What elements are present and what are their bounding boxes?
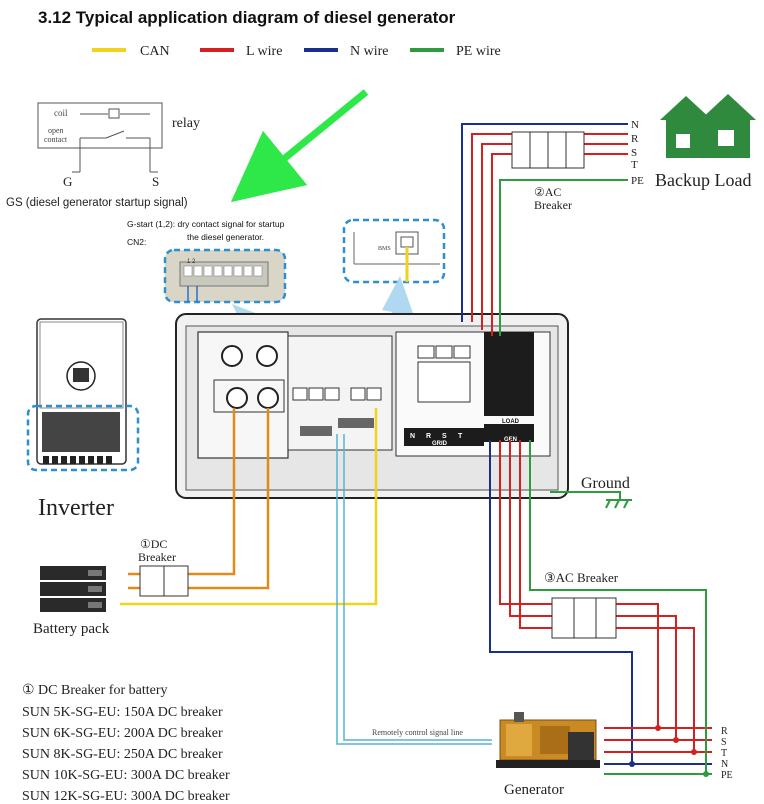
generator-phase-labels: R S T N PE: [721, 726, 733, 781]
relay-open-label: open: [48, 126, 64, 135]
grid-letter-r: R: [426, 433, 431, 440]
page-title: 3.12 Typical application diagram of dies…: [38, 8, 456, 27]
notes-row: SUN 6K-SG-EU: 200A DC breaker: [22, 726, 223, 741]
notes-row: SUN 5K-SG-EU: 150A DC breaker: [22, 705, 223, 720]
battery-pack-icon: [40, 566, 106, 612]
legend-label-n-wire: N wire: [350, 44, 389, 59]
gen-phase-n: N: [721, 759, 728, 770]
gen-phase-r: R: [721, 726, 728, 737]
node-dots: [629, 725, 709, 777]
notes-heading: ① DC Breaker for battery: [22, 683, 168, 698]
grid-label: GRID: [432, 441, 448, 447]
gs-signal-label: GS (diesel generator startup signal): [6, 197, 188, 209]
green-arrow-icon: [230, 89, 369, 203]
backup-phase-r: R: [631, 133, 639, 145]
load-label: LOAD: [502, 419, 520, 425]
inverter-enclosure: [175, 313, 569, 499]
relay-s-label: S: [152, 174, 159, 189]
notes-row: SUN 12K-SG-EU: 300A DC breaker: [22, 789, 230, 804]
ac-breaker-3-label: ③AC Breaker: [544, 570, 619, 585]
dc-breaker-1: [139, 565, 189, 597]
notes-row: SUN 8K-SG-EU: 250A DC breaker: [22, 747, 223, 762]
generator-icon: [496, 712, 600, 768]
relay-g-label: G: [63, 174, 72, 189]
legend-label-can: CAN: [140, 44, 170, 59]
remote-signal-line: [336, 434, 492, 745]
relay-contact-label: contact: [44, 135, 68, 144]
ac-breaker-2-label-1: ②AC: [534, 185, 561, 199]
legend-label-l-wire: L wire: [246, 44, 282, 59]
grid-letter-t: T: [458, 433, 463, 440]
legend-label-pe-wire: PE wire: [456, 44, 501, 59]
gen-phase-t: T: [721, 748, 727, 759]
cn2-connector-zoom: 1 2: [163, 248, 287, 304]
backup-phase-n: N: [631, 119, 639, 131]
remote-signal-label: Remotely control signal line: [372, 728, 463, 737]
dc-breaker-notes: ① DC Breaker for battery SUN 5K-SG-EU: 1…: [22, 683, 230, 804]
cn2-note-line2: the diesel generator.: [187, 232, 264, 242]
inverter-product-icon: [26, 318, 140, 472]
wire-legend: CAN L wire N wire PE wire: [92, 44, 501, 59]
backup-load-title: Backup Load: [655, 170, 751, 190]
relay-coil-label: coil: [54, 108, 68, 118]
house-icon: [660, 94, 756, 158]
inverter-label: Inverter: [38, 495, 114, 521]
generator-label: Generator: [504, 782, 564, 798]
relay-label: relay: [172, 116, 200, 131]
ground-label: Ground: [581, 475, 630, 492]
backup-phase-pe: PE: [631, 175, 644, 187]
relay-schematic: coil open contact relay G S GS (diesel g…: [6, 102, 200, 209]
cn2-label: CN2:: [127, 237, 146, 247]
gen-phase-s: S: [721, 737, 727, 748]
dc-breaker-label-2: Breaker: [138, 550, 176, 564]
grid-letter-s: S: [442, 433, 447, 440]
grid-letter-n: N: [410, 433, 415, 440]
cn2-note-line1: G-start (1,2): dry contact signal for st…: [127, 219, 285, 229]
ac-breaker-2-label-2: Breaker: [534, 198, 572, 212]
ground-wire: [550, 491, 632, 509]
bms-label: BMS: [378, 246, 391, 252]
gen-phase-pe: PE: [721, 770, 733, 781]
bms-port-zoom: BMS: [342, 218, 446, 284]
ac-breaker-2: [511, 131, 585, 169]
dc-wiring: [120, 408, 378, 606]
backup-phase-t: T: [631, 159, 638, 171]
battery-pack-label: Battery pack: [33, 621, 110, 637]
notes-row: SUN 10K-SG-EU: 300A DC breaker: [22, 768, 230, 783]
backup-phase-s: S: [631, 147, 637, 159]
ac-breaker-3: [551, 597, 617, 639]
cn2-pin-labels: 1 2: [187, 259, 196, 265]
dc-breaker-label-1: ①DC: [140, 537, 167, 551]
